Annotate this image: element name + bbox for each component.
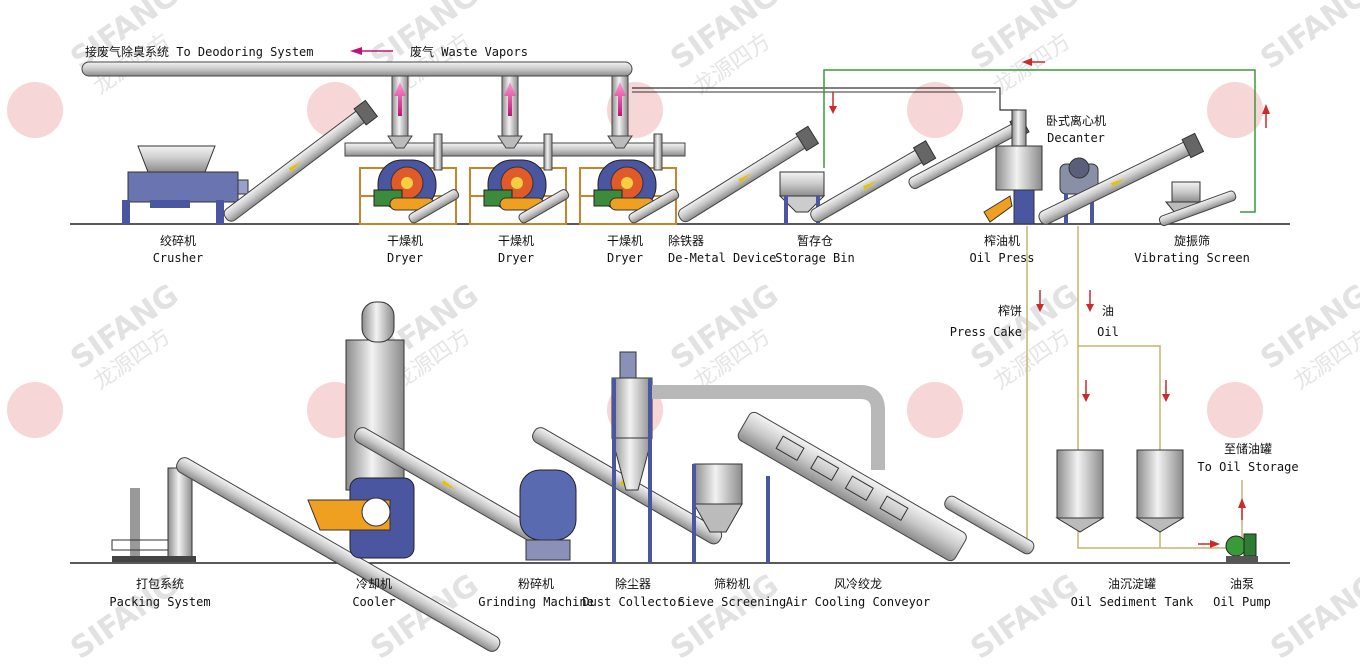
vapor-arrow-icon — [394, 82, 626, 116]
decanter-label-en: Decanter — [1047, 131, 1105, 145]
to-storage-label-zh: 至储油罐 — [1224, 441, 1272, 456]
down-arrow-icon — [1036, 304, 1044, 312]
to-storage-label-en: To Oil Storage — [1197, 460, 1298, 474]
dryer-machine — [469, 133, 567, 225]
stage-label-zh: 打包系统 — [136, 577, 184, 591]
right-arrow-icon — [1210, 540, 1220, 548]
stage-label-zh: 暂存仓 — [797, 234, 833, 248]
air-cooling-conveyor — [737, 411, 1035, 562]
press-cake-label-en: Press Cake — [950, 325, 1022, 339]
stage-label-zh: 风冷绞龙 — [834, 576, 882, 591]
packing-system — [111, 457, 501, 652]
stage-label-en: Dryer — [607, 251, 643, 265]
stage-label-en: Sieve Screening — [678, 595, 786, 609]
oil-sediment-tank — [1055, 449, 1185, 533]
cooler-machine — [307, 301, 545, 559]
down-arrow-icon — [1162, 394, 1170, 402]
dust-collector — [611, 351, 885, 563]
screw-conveyor — [408, 125, 820, 224]
stage-label-en: Storage Bin — [775, 251, 854, 265]
stage-label-en: Dust Collector — [582, 595, 683, 609]
stage-label-zh: 除铁器 — [668, 233, 704, 248]
vibrating-screen — [1158, 181, 1237, 227]
stage-label-en: Oil Pump — [1213, 595, 1271, 609]
stage-label-en: Dryer — [387, 251, 423, 265]
stage-label-en: Oil Press — [969, 251, 1034, 265]
stage-label-en: Vibrating Screen — [1134, 251, 1250, 265]
sieve-screening — [692, 463, 770, 563]
decanter-label-zh: 卧式离心机 — [1046, 113, 1106, 128]
stage-label-zh: 油泵 — [1230, 577, 1254, 591]
stage-label-en: Packing System — [109, 595, 210, 609]
stage-label-zh: 除尘器 — [615, 576, 651, 591]
up-arrow-icon — [1238, 498, 1246, 508]
down-arrow-icon — [829, 106, 837, 114]
stage-label-en: Air Cooling Conveyor — [786, 595, 931, 609]
waste-vapor-duct — [81, 47, 1018, 157]
watermark-layer: SIFANG SIFANG SIFANG SIFANG SIFANG SIFAN… — [7, 0, 1360, 667]
stage-label-en: Oil Sediment Tank — [1071, 595, 1195, 609]
oil-label-en: Oil — [1097, 325, 1119, 339]
stage-label-zh: 粉碎机 — [518, 576, 554, 591]
down-arrow-icon — [1082, 394, 1090, 402]
stage-label-zh: 干燥机 — [387, 234, 423, 248]
stage-label-en: De-Metal Device — [668, 251, 776, 265]
dryer-machine — [359, 133, 457, 225]
oil-pump-icon — [1225, 533, 1258, 562]
stage-label-en: Grinding Machine — [478, 595, 594, 609]
dryer-machine — [579, 133, 677, 225]
oil-label-zh: 油 — [1102, 304, 1114, 318]
stage-label-zh: 榨油机 — [984, 233, 1020, 248]
screw-conveyor — [223, 99, 379, 222]
deodor-label: 接废气除臭系统 To Deodoring System — [85, 44, 314, 59]
stage-label-en: Cooler — [352, 595, 395, 609]
stage-label-en: Crusher — [153, 251, 204, 265]
down-arrow-icon — [1086, 304, 1094, 312]
stage-label-zh: 筛粉机 — [714, 576, 750, 591]
stage-label-zh: 冷却机 — [356, 577, 392, 591]
return-line — [823, 58, 1270, 213]
up-arrow-icon — [1262, 104, 1270, 114]
oil-flow-lines — [1026, 226, 1246, 549]
press-cake-label-zh: 榨饼 — [998, 303, 1022, 318]
waste-vapor-label: 废气 Waste Vapors — [410, 44, 528, 59]
watermark-brand: SIFANG — [965, 567, 1086, 664]
stage-label-en: Dryer — [498, 251, 534, 265]
decanter-machine — [1038, 132, 1205, 225]
stage-label-zh: 干燥机 — [498, 234, 534, 248]
stage-label-zh: 绞碎机 — [160, 233, 196, 248]
stage-label-zh: 油沉淀罐 — [1108, 577, 1156, 591]
oil-press-machine — [983, 109, 1043, 225]
stage-label-zh: 干燥机 — [607, 234, 643, 248]
stage-label-zh: 旋振筛 — [1174, 233, 1210, 248]
watermark-brand: SIFANG — [1255, 0, 1360, 77]
waste-direction-arrow-icon — [350, 47, 393, 55]
storage-bin — [778, 115, 1030, 224]
left-arrow-icon — [1022, 58, 1032, 66]
crusher-machine — [122, 145, 249, 224]
watermark-brand: SIFANG — [1265, 567, 1360, 664]
